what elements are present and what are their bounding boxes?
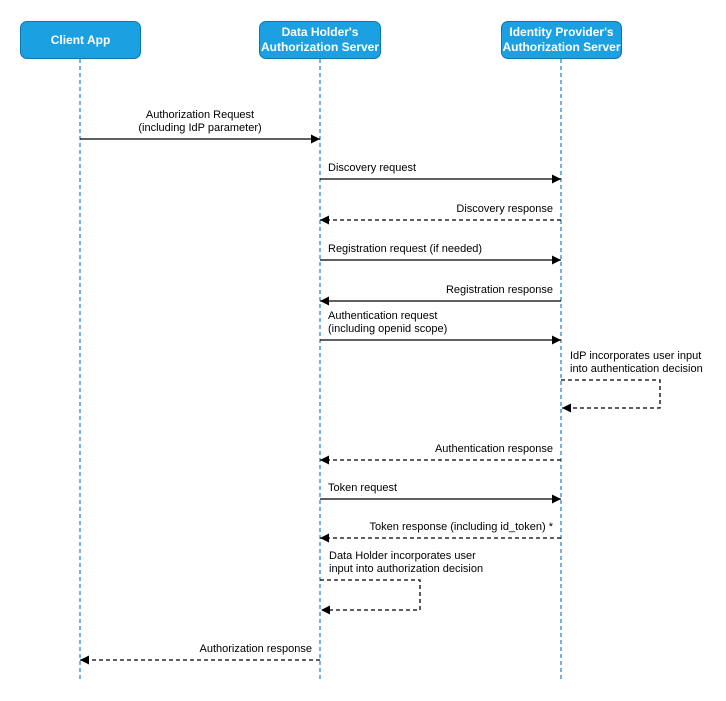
- message-label-line: Data Holder incorporates user: [329, 550, 476, 562]
- authentication-response-label: Authentication response: [328, 443, 553, 456]
- message-label-line: Authorization response: [199, 643, 312, 655]
- actor-label-line: Authorization Server: [260, 40, 380, 54]
- message-label-line: IdP incorporates user input: [570, 350, 702, 362]
- actor-label-line: Data Holder's: [281, 25, 359, 39]
- registration-response-label: Registration response: [328, 284, 553, 297]
- message-label-line: Registration response: [445, 284, 553, 296]
- message-label-line: Discovery response: [456, 203, 553, 215]
- message-label-line: (including IdP parameter): [138, 122, 262, 134]
- registration-request-label: Registration request (if needed): [328, 243, 553, 256]
- message-label-line: input into authorization decision: [329, 563, 484, 575]
- message-label-line: Authentication request: [328, 310, 438, 322]
- token-response-label: Token response (including id_token) *: [328, 521, 553, 534]
- message-label-line: Token response (including id_token) *: [369, 521, 553, 533]
- actor-label-line: Authorization Server: [502, 40, 621, 54]
- idp-user-input-decision-self-loop: [561, 379, 661, 413]
- message-label-line: Token request: [328, 482, 398, 494]
- authorization-response-label: Authorization response: [88, 643, 312, 656]
- token-request-label: Token request: [328, 482, 553, 495]
- authorization-request-label: Authorization Request(including IdP para…: [88, 109, 312, 135]
- message-label-line: Authorization Request: [145, 109, 255, 121]
- actor-client-app: Client App: [20, 21, 141, 59]
- message-label-line: Registration request (if needed): [328, 243, 483, 255]
- discovery-response-label: Discovery response: [328, 203, 553, 216]
- actor-label-line: Identity Provider's: [509, 25, 614, 39]
- message-label-line: (including openid scope): [328, 323, 448, 335]
- actor-label-line: Client App: [50, 32, 111, 47]
- authentication-request-label: Authentication request(including openid …: [328, 310, 553, 336]
- message-label-line: into authentication decision: [570, 363, 703, 375]
- message-label-line: Authentication response: [434, 443, 553, 455]
- message-label-line: Discovery request: [328, 162, 417, 174]
- discovery-request-label: Discovery request: [328, 162, 553, 175]
- data-holder-user-input-decision-self-loop: [320, 579, 421, 615]
